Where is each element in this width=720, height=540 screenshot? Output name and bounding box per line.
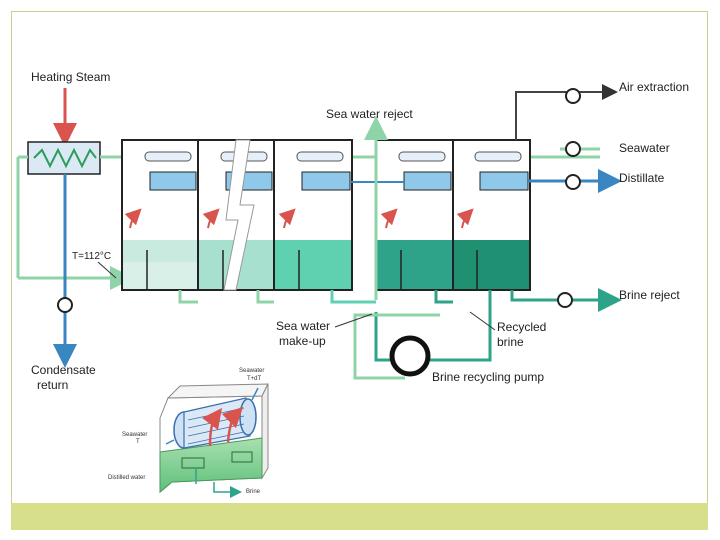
inset-distilled-water-label: Distilled water <box>108 475 145 481</box>
air-valve-icon <box>565 88 581 104</box>
vapour-arrow-icon <box>124 208 142 229</box>
inset-brine-label: Brine <box>246 489 261 495</box>
condenser-tube-3 <box>296 151 344 162</box>
sea-water-makeup-line <box>353 313 440 380</box>
condensate-return-label-2: return <box>37 378 68 392</box>
recycled-brine-line <box>430 290 492 362</box>
condensate-return-label-1: Condensate <box>31 363 96 377</box>
seawater-label: Seawater <box>619 141 670 155</box>
recycled-brine-label-2: brine <box>497 335 524 349</box>
sea-water-makeup-label-1: Sea water <box>276 319 330 333</box>
condenser-tube-4 <box>398 151 446 162</box>
brine-recycling-pump-label: Brine recycling pump <box>432 370 544 384</box>
distillate-tray-1 <box>149 171 197 191</box>
sea-water-makeup-label-2: make-up <box>279 334 326 348</box>
distillate-tray-4 <box>403 171 452 191</box>
air-extraction-line <box>515 84 618 140</box>
brine-valve-icon <box>557 292 573 308</box>
distillate-tray-3 <box>301 171 351 191</box>
brine-stage-1 <box>123 240 197 289</box>
condenser-tube-5 <box>474 151 522 162</box>
recycled-brine-label-1: Recycled <box>497 320 546 334</box>
vapour-arrow-icon <box>202 208 220 229</box>
distillate-label: Distillate <box>619 171 665 185</box>
break-mark <box>223 139 255 291</box>
brine-heater <box>27 141 101 175</box>
sea-water-reject-label: Sea water reject <box>326 107 413 121</box>
condenser-tube-1 <box>144 151 192 162</box>
vapour-arrow-icon <box>278 208 296 229</box>
distillate-valve-icon <box>565 174 581 190</box>
heating-steam-label: Heating Steam <box>31 70 110 84</box>
seawater-valve-icon <box>565 141 581 157</box>
brine-recycling-pump-icon <box>389 335 431 377</box>
vapour-arrow-icon <box>456 208 474 229</box>
footer-bar <box>11 503 708 530</box>
heater-coil-icon <box>33 147 97 169</box>
vapour-arrow-icon <box>380 208 398 229</box>
brine-stage-4 <box>377 240 452 289</box>
inset-seawater-out-label-1: Seawater <box>239 368 264 374</box>
distillate-tray-5 <box>479 171 529 191</box>
inset-seawater-in-label-2: T <box>136 439 140 445</box>
inset-illustration: Seawater T+dT Seawater T Distilled water… <box>108 368 269 498</box>
temperature-label: T=112°C <box>72 251 111 262</box>
inset-seawater-out-label-2: T+dT <box>247 376 262 382</box>
brine-stage-3 <box>275 240 351 289</box>
brine-stage-5 <box>454 240 529 289</box>
condensate-valve-icon <box>57 297 73 313</box>
inset-seawater-in-label-1: Seawater <box>122 432 147 438</box>
air-extraction-label: Air extraction <box>619 80 689 94</box>
brine-reject-label: Brine reject <box>619 288 680 302</box>
brine-reject-line <box>510 288 622 312</box>
